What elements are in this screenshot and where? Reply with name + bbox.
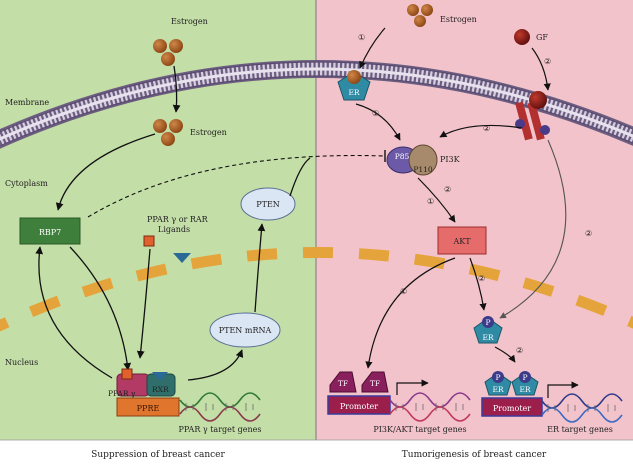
- step1-estrogen: ①: [358, 33, 365, 42]
- dna-right-1: [389, 392, 471, 422]
- gf-ligand: [514, 29, 530, 45]
- p85-label: P85: [395, 152, 410, 161]
- dna-left: [179, 392, 261, 422]
- estrogen-inner-label: Estrogen: [190, 128, 227, 137]
- rar-ligand-triangle: [173, 253, 191, 263]
- rbp7-label: RBP7: [39, 228, 61, 237]
- step2-dimer: ②: [516, 346, 523, 355]
- rxr-label: RXR: [152, 385, 169, 394]
- dimer-er1: ER: [492, 385, 503, 394]
- nuclear-envelope: [0, 247, 633, 332]
- step2-pi3k: ②: [483, 124, 490, 133]
- tf-pair: [329, 371, 389, 393]
- ppar-target-genes-label: PPAR γ target genes: [179, 425, 262, 434]
- step2-er: ②: [478, 274, 485, 283]
- estrogen-molecule-right: [407, 4, 433, 27]
- dimer-p1: P: [495, 373, 500, 382]
- cell-membrane: [0, 60, 633, 149]
- caption-strip: [0, 440, 633, 465]
- gf-label: GF: [536, 33, 548, 42]
- ppre-label: PPRE: [137, 404, 160, 413]
- step2-gf-er: ②: [585, 229, 592, 238]
- pi3k-label: PI3K: [440, 155, 461, 164]
- er-dimer: [484, 371, 539, 396]
- dna-right-2: [541, 393, 623, 423]
- er-p-label: P: [485, 318, 490, 327]
- estrogen-right-label: Estrogen: [440, 15, 477, 24]
- ligands-label-1: PPAR γ or RAR: [147, 215, 209, 224]
- pten-label: PTEN: [256, 200, 280, 209]
- step1-er: ①: [372, 109, 379, 118]
- p110-label: P110: [413, 165, 433, 174]
- right-caption: Tumorigenesis of breast cancer: [402, 450, 547, 460]
- promoter-label-left: Promoter: [340, 402, 378, 411]
- ligands-label-2: Ligands: [158, 225, 190, 234]
- ppar-gamma-label: PPAR γ: [108, 389, 136, 398]
- akt-label: AKT: [452, 237, 471, 246]
- promoter-box-right: [481, 397, 543, 417]
- er-nuclear-label: ER: [482, 333, 493, 342]
- nuclear-er: [473, 316, 503, 344]
- pten-oval: [240, 187, 296, 221]
- dimer-p2: P: [522, 373, 527, 382]
- pi3k-target-genes-label: PI3K/AKT target genes: [373, 425, 466, 434]
- estrogen-molecule-outside: [153, 39, 183, 66]
- pten-mrna-label: PTEN mRNA: [219, 326, 272, 335]
- er-membrane-label: ER: [348, 88, 359, 97]
- ppar-rxr-complex: [116, 368, 176, 397]
- membrane-label: Membrane: [5, 98, 49, 107]
- estrogen-molecule-inside: [153, 119, 183, 146]
- ppar-ligand-square: [143, 235, 155, 247]
- membrane-er-receptor: [337, 70, 371, 101]
- tf-label-1: TF: [338, 379, 348, 388]
- step2-akt: ②: [444, 185, 451, 194]
- dimer-er2: ER: [519, 385, 530, 394]
- rbp7-inhibition-line: [87, 155, 386, 218]
- ppre-box: [116, 397, 180, 417]
- step1-tf: ①: [400, 287, 407, 296]
- cytoplasm-label: Cytoplasm: [5, 179, 48, 188]
- er-target-genes-label: ER target genes: [547, 425, 613, 434]
- step1-akt: ①: [427, 197, 434, 206]
- promoter-label-right: Promoter: [493, 404, 531, 413]
- akt-box: [437, 226, 487, 255]
- rbp7-box: [19, 217, 81, 245]
- left-caption: Suppression of breast cancer: [91, 450, 225, 460]
- step2-gf: ②: [544, 57, 551, 66]
- promoter-box-left: [327, 395, 391, 415]
- nucleus-label: Nucleus: [5, 358, 38, 367]
- estrogen-top-label: Estrogen: [171, 17, 208, 26]
- pten-mrna-oval: [209, 312, 281, 348]
- pi3k-complex: [386, 144, 438, 176]
- tf-label-2: TF: [370, 379, 380, 388]
- gf-receptor: [515, 91, 550, 141]
